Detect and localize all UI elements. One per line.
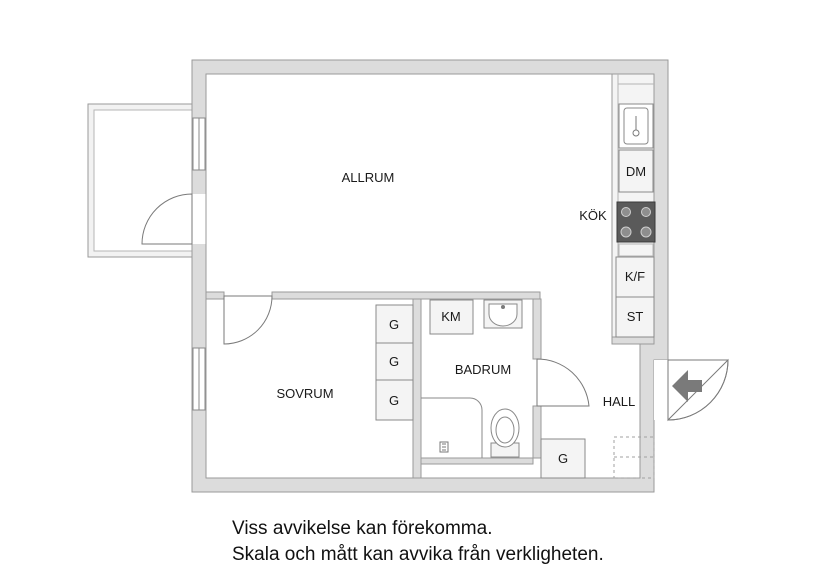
bathroom-fixtures — [421, 299, 523, 458]
label-wardrobe-1: G — [389, 317, 399, 332]
outer-wall — [191, 59, 669, 493]
dishwasher — [618, 149, 654, 193]
wash-basin-icon — [483, 299, 523, 329]
room-label-allrum: ALLRUM — [342, 170, 395, 185]
label-wardrobe-2: G — [389, 354, 399, 369]
disclaimer-line-1: Viss avvikelse kan förekomma. — [232, 518, 493, 539]
kitchen-counter — [611, 73, 656, 338]
toilet-icon — [490, 408, 520, 458]
floor-plan: ALLRUM KÖK SOVRUM BADRUM HALL DM K/F ST … — [87, 59, 729, 493]
label-washing-machine: KM — [441, 309, 461, 324]
windows — [192, 117, 206, 411]
shower-area — [421, 397, 483, 458]
entrance-arrow-icon — [672, 370, 702, 402]
room-label-hall: HALL — [603, 394, 636, 409]
label-wardrobe-hall: G — [558, 451, 568, 466]
room-label-badrum: BADRUM — [455, 362, 511, 377]
stove-icon — [616, 201, 656, 243]
label-cabinet-st: ST — [627, 309, 644, 324]
fridge-freezer — [615, 256, 655, 298]
disclaimer-line-2: Skala och mått kan avvika från verklighe… — [232, 544, 604, 565]
room-label-sovrum: SOVRUM — [276, 386, 333, 401]
label-fridge-freezer: K/F — [625, 269, 645, 284]
cabinet-st — [615, 296, 655, 338]
sovrum-wardrobes — [375, 304, 414, 421]
room-label-kok: KÖK — [579, 208, 607, 223]
shower-drain-icon — [439, 441, 449, 453]
hall-wardrobe — [540, 438, 586, 479]
hall-shoe-area — [613, 436, 655, 479]
sink-icon — [618, 103, 654, 149]
washing-machine — [429, 299, 474, 335]
balcony — [87, 103, 195, 258]
label-wardrobe-3: G — [389, 393, 399, 408]
label-dishwasher: DM — [626, 164, 646, 179]
